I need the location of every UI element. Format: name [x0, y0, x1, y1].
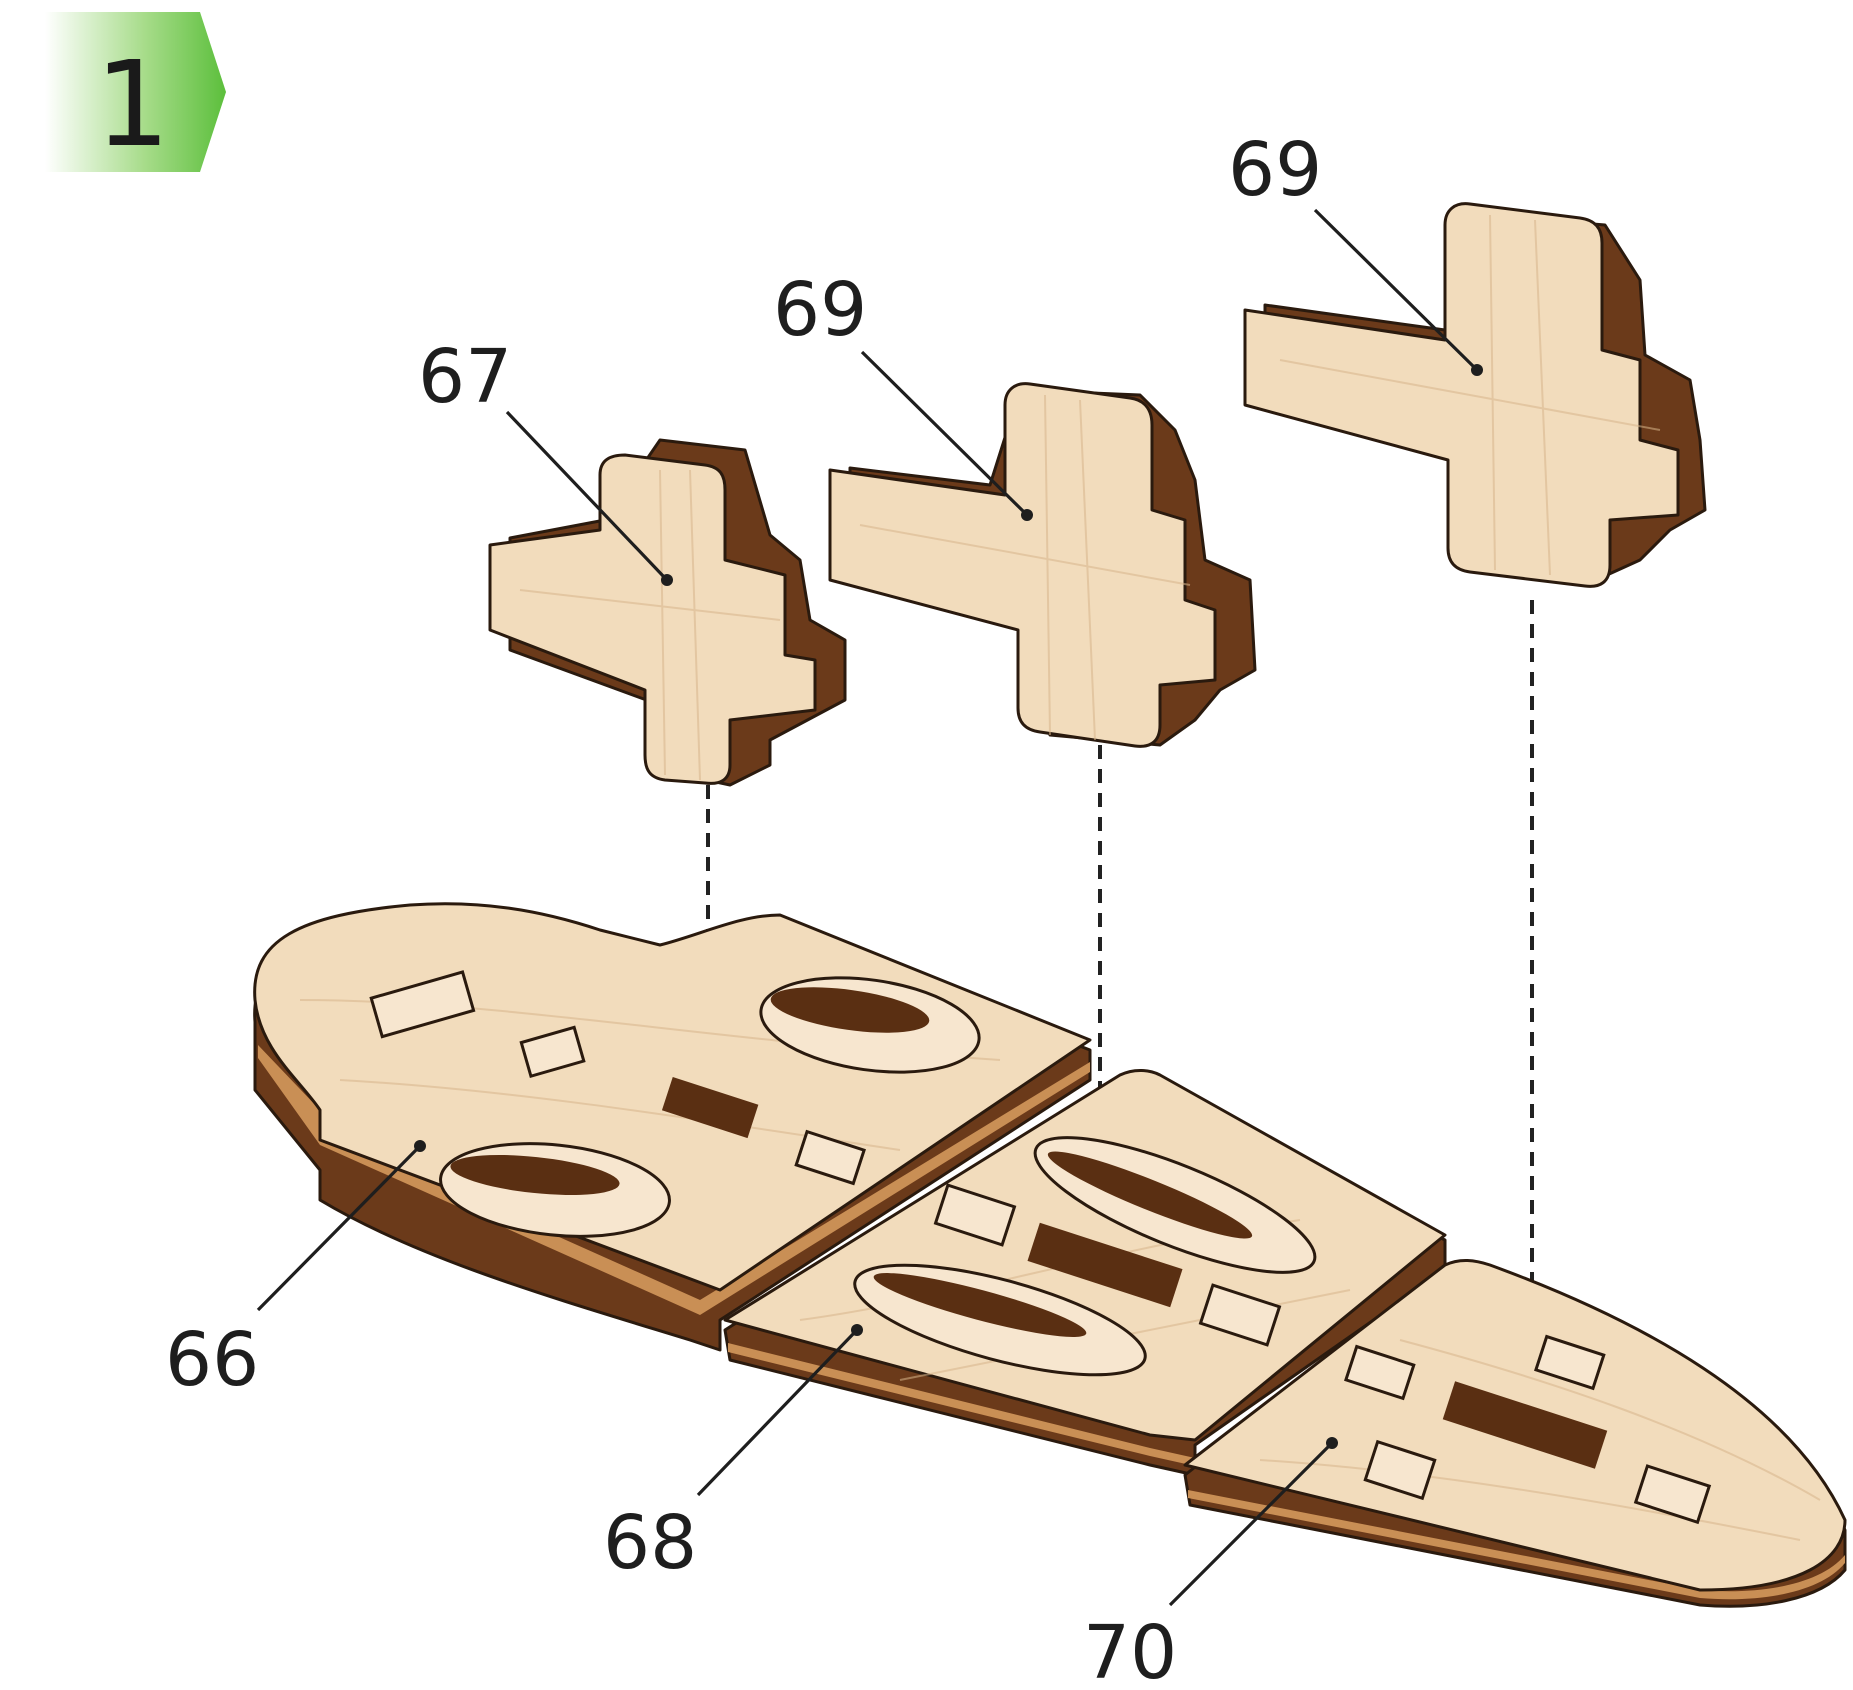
part-66-square-slot-4 [794, 1129, 866, 1186]
leader-line-66 [256, 1146, 420, 1312]
part-70-nose-plate [1183, 1259, 1847, 1608]
part-label-68: 68 [603, 1500, 697, 1586]
leader-line-69-right [1313, 208, 1477, 370]
part-66-oval-cutout-1-depth [770, 987, 930, 1033]
part-70-square-slot-4 [1363, 1439, 1437, 1501]
step-badge-arrow-shape [45, 12, 226, 172]
part-66-square-slot-3 [661, 1076, 759, 1139]
part-68-square-slot-2 [1027, 1222, 1183, 1308]
leader-dot-69-right [1471, 364, 1483, 376]
part-68-square-slot-3 [1198, 1283, 1282, 1347]
leader-dot-69-middle [1021, 509, 1033, 521]
part-70-edge-ply [1188, 1490, 1845, 1600]
part-66-square-slot-2 [519, 1025, 586, 1079]
part-label-66: 66 [165, 1317, 259, 1403]
part-69-middle-top-face [828, 382, 1217, 748]
step-number: 1 [95, 35, 170, 173]
step-badge: 1 [45, 12, 226, 173]
part-label-69-middle: 69 [773, 267, 867, 353]
part-68-oval-cutout-1-depth [1047, 1151, 1253, 1239]
part-67-cross-piece [488, 438, 847, 787]
part-69-right-top-face [1243, 202, 1680, 588]
part-69-middle-cross-piece [828, 382, 1257, 748]
leader-lines [256, 208, 1483, 1607]
leader-line-68 [696, 1330, 857, 1497]
leader-line-70 [1168, 1443, 1332, 1607]
part-66-oval-cutout-2-depth [450, 1155, 620, 1195]
part-68-edge-ply [728, 1343, 1195, 1466]
part-70-square-slot-2 [1534, 1334, 1606, 1391]
leader-line-69-middle [860, 350, 1027, 515]
part-67-top-face [488, 453, 817, 785]
part-label-69-right: 69 [1228, 127, 1322, 213]
leader-line-67 [505, 410, 667, 580]
part-label-67: 67 [418, 334, 512, 420]
part-68-oval-cutout-2-depth [873, 1273, 1087, 1337]
part-70-square-slot-3 [1442, 1381, 1608, 1469]
leader-dot-66 [414, 1140, 426, 1152]
part-69-right-cross-piece [1243, 202, 1707, 588]
part-66-square-slot-1 [369, 970, 476, 1039]
part-69-middle-grain [859, 394, 1191, 741]
leader-dot-70 [1326, 1437, 1338, 1449]
part-69-right-grain [1279, 214, 1661, 576]
leader-dot-68 [851, 1324, 863, 1336]
part-70-square-slot-1 [1344, 1344, 1416, 1401]
part-67-grain [519, 469, 781, 781]
leader-dot-67 [661, 574, 673, 586]
part-68-middle-plate [723, 1069, 1447, 1477]
part-70-grain [1259, 1339, 1821, 1541]
part-66-base-plate [253, 902, 1092, 1352]
part-label-70: 70 [1083, 1610, 1177, 1690]
part-70-square-slot-5 [1633, 1464, 1712, 1525]
part-labels: 67 69 69 66 68 70 [165, 127, 1322, 1690]
part-68-square-slot-1 [933, 1183, 1017, 1247]
